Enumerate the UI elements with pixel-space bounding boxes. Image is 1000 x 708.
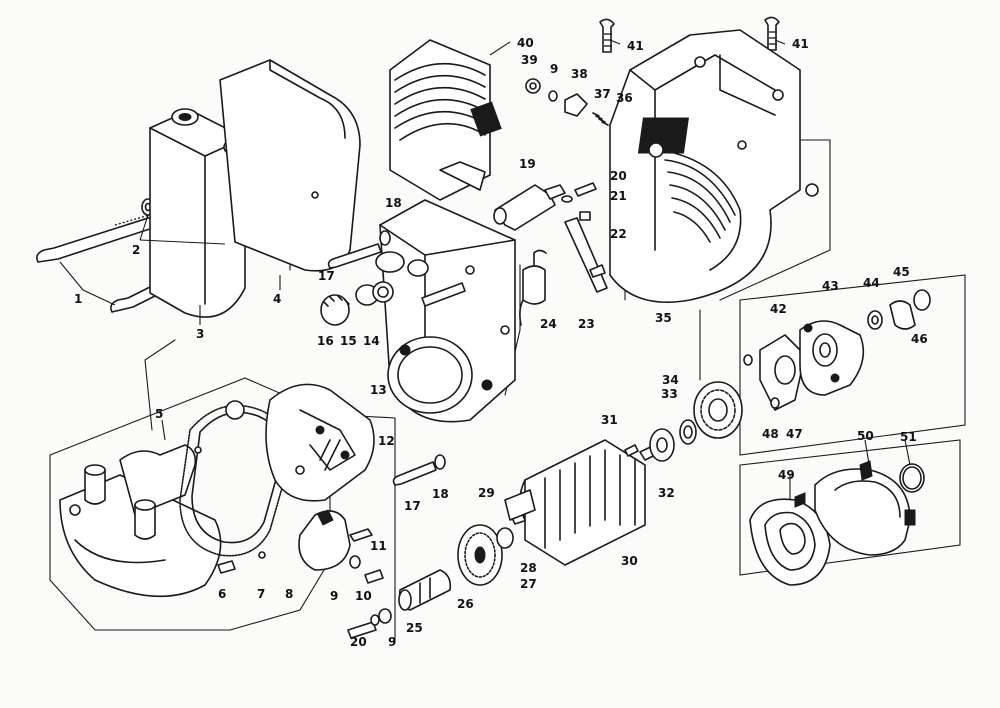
part-label-1: 1 bbox=[74, 292, 83, 306]
part-label-13: 13 bbox=[370, 383, 387, 397]
part-label-19: 19 bbox=[519, 157, 536, 171]
part-label-16: 16 bbox=[317, 334, 334, 348]
part-label-15: 15 bbox=[340, 334, 357, 348]
part-label-3: 3 bbox=[196, 327, 205, 341]
part-label-48: 48 bbox=[762, 427, 779, 441]
part-label-45: 45 bbox=[893, 265, 910, 279]
screws-41 bbox=[599, 16, 780, 53]
part-label-39: 39 bbox=[521, 53, 538, 67]
part-label-23: 23 bbox=[578, 317, 595, 331]
part-label-35: 35 bbox=[655, 311, 672, 325]
part-label-14: 14 bbox=[363, 334, 380, 348]
part-label-47: 47 bbox=[786, 427, 803, 441]
part-label-29: 29 bbox=[478, 486, 495, 500]
main-housing-35 bbox=[609, 29, 819, 303]
part-label-20: 20 bbox=[610, 169, 627, 183]
part-label-9: 9 bbox=[388, 635, 397, 649]
part-label-32: 32 bbox=[658, 486, 675, 500]
cover-49-51 bbox=[749, 460, 925, 586]
part-label-17: 17 bbox=[318, 269, 335, 283]
part-label-44: 44 bbox=[863, 276, 880, 290]
part-label-2: 2 bbox=[132, 243, 141, 257]
part-label-42: 42 bbox=[770, 302, 787, 316]
part-label-43: 43 bbox=[822, 279, 839, 293]
part-label-6: 6 bbox=[218, 587, 227, 601]
part-label-37: 37 bbox=[594, 87, 611, 101]
gear-27 bbox=[457, 513, 528, 586]
part-label-26: 26 bbox=[457, 597, 474, 611]
shaft-parts-20-26 bbox=[347, 569, 452, 639]
part-label-50: 50 bbox=[857, 429, 874, 443]
part-label-18: 18 bbox=[385, 196, 402, 210]
part-label-21: 21 bbox=[610, 189, 627, 203]
part-label-10: 10 bbox=[355, 589, 372, 603]
coil-40 bbox=[389, 39, 502, 201]
part-label-30: 30 bbox=[621, 554, 638, 568]
part-label-28: 28 bbox=[520, 561, 537, 575]
part-label-36: 36 bbox=[616, 91, 633, 105]
part-label-4: 4 bbox=[273, 292, 282, 306]
screws-17-18 bbox=[327, 230, 446, 486]
part-label-17: 17 bbox=[404, 499, 421, 513]
part-label-5: 5 bbox=[155, 407, 164, 421]
part-label-34: 34 bbox=[662, 373, 679, 387]
part-label-9: 9 bbox=[330, 589, 339, 603]
part-label-41: 41 bbox=[792, 37, 809, 51]
part-label-18: 18 bbox=[432, 487, 449, 501]
knobs-14-16 bbox=[320, 281, 394, 326]
part-label-11: 11 bbox=[370, 539, 387, 553]
end-flange-42-48 bbox=[743, 289, 931, 411]
part-label-24: 24 bbox=[540, 317, 557, 331]
breaker-plate-12 bbox=[265, 383, 375, 502]
contact-parts-19-24 bbox=[493, 182, 608, 326]
part-label-51: 51 bbox=[900, 430, 917, 444]
part-label-12: 12 bbox=[378, 434, 395, 448]
bearing-31-34 bbox=[624, 381, 743, 462]
part-label-33: 33 bbox=[661, 387, 678, 401]
part-label-9: 9 bbox=[550, 62, 559, 76]
part-label-41: 41 bbox=[627, 39, 644, 53]
part-label-49: 49 bbox=[778, 468, 795, 482]
label-leader-lines bbox=[59, 39, 911, 500]
part-label-20: 20 bbox=[350, 635, 367, 649]
cam-parts-8-11 bbox=[217, 509, 384, 584]
part-label-46: 46 bbox=[911, 332, 928, 346]
part-label-22: 22 bbox=[610, 227, 627, 241]
rotor-30 bbox=[504, 439, 671, 566]
part-label-8: 8 bbox=[285, 587, 294, 601]
bearing-plate-13 bbox=[375, 199, 516, 423]
part-label-7: 7 bbox=[257, 587, 266, 601]
gasket-7 bbox=[179, 400, 292, 559]
shroud-4 bbox=[219, 59, 361, 272]
part-label-40: 40 bbox=[517, 36, 534, 50]
part-label-27: 27 bbox=[520, 577, 537, 591]
part-label-38: 38 bbox=[571, 67, 588, 81]
part-label-25: 25 bbox=[406, 621, 423, 635]
part-label-31: 31 bbox=[601, 413, 618, 427]
